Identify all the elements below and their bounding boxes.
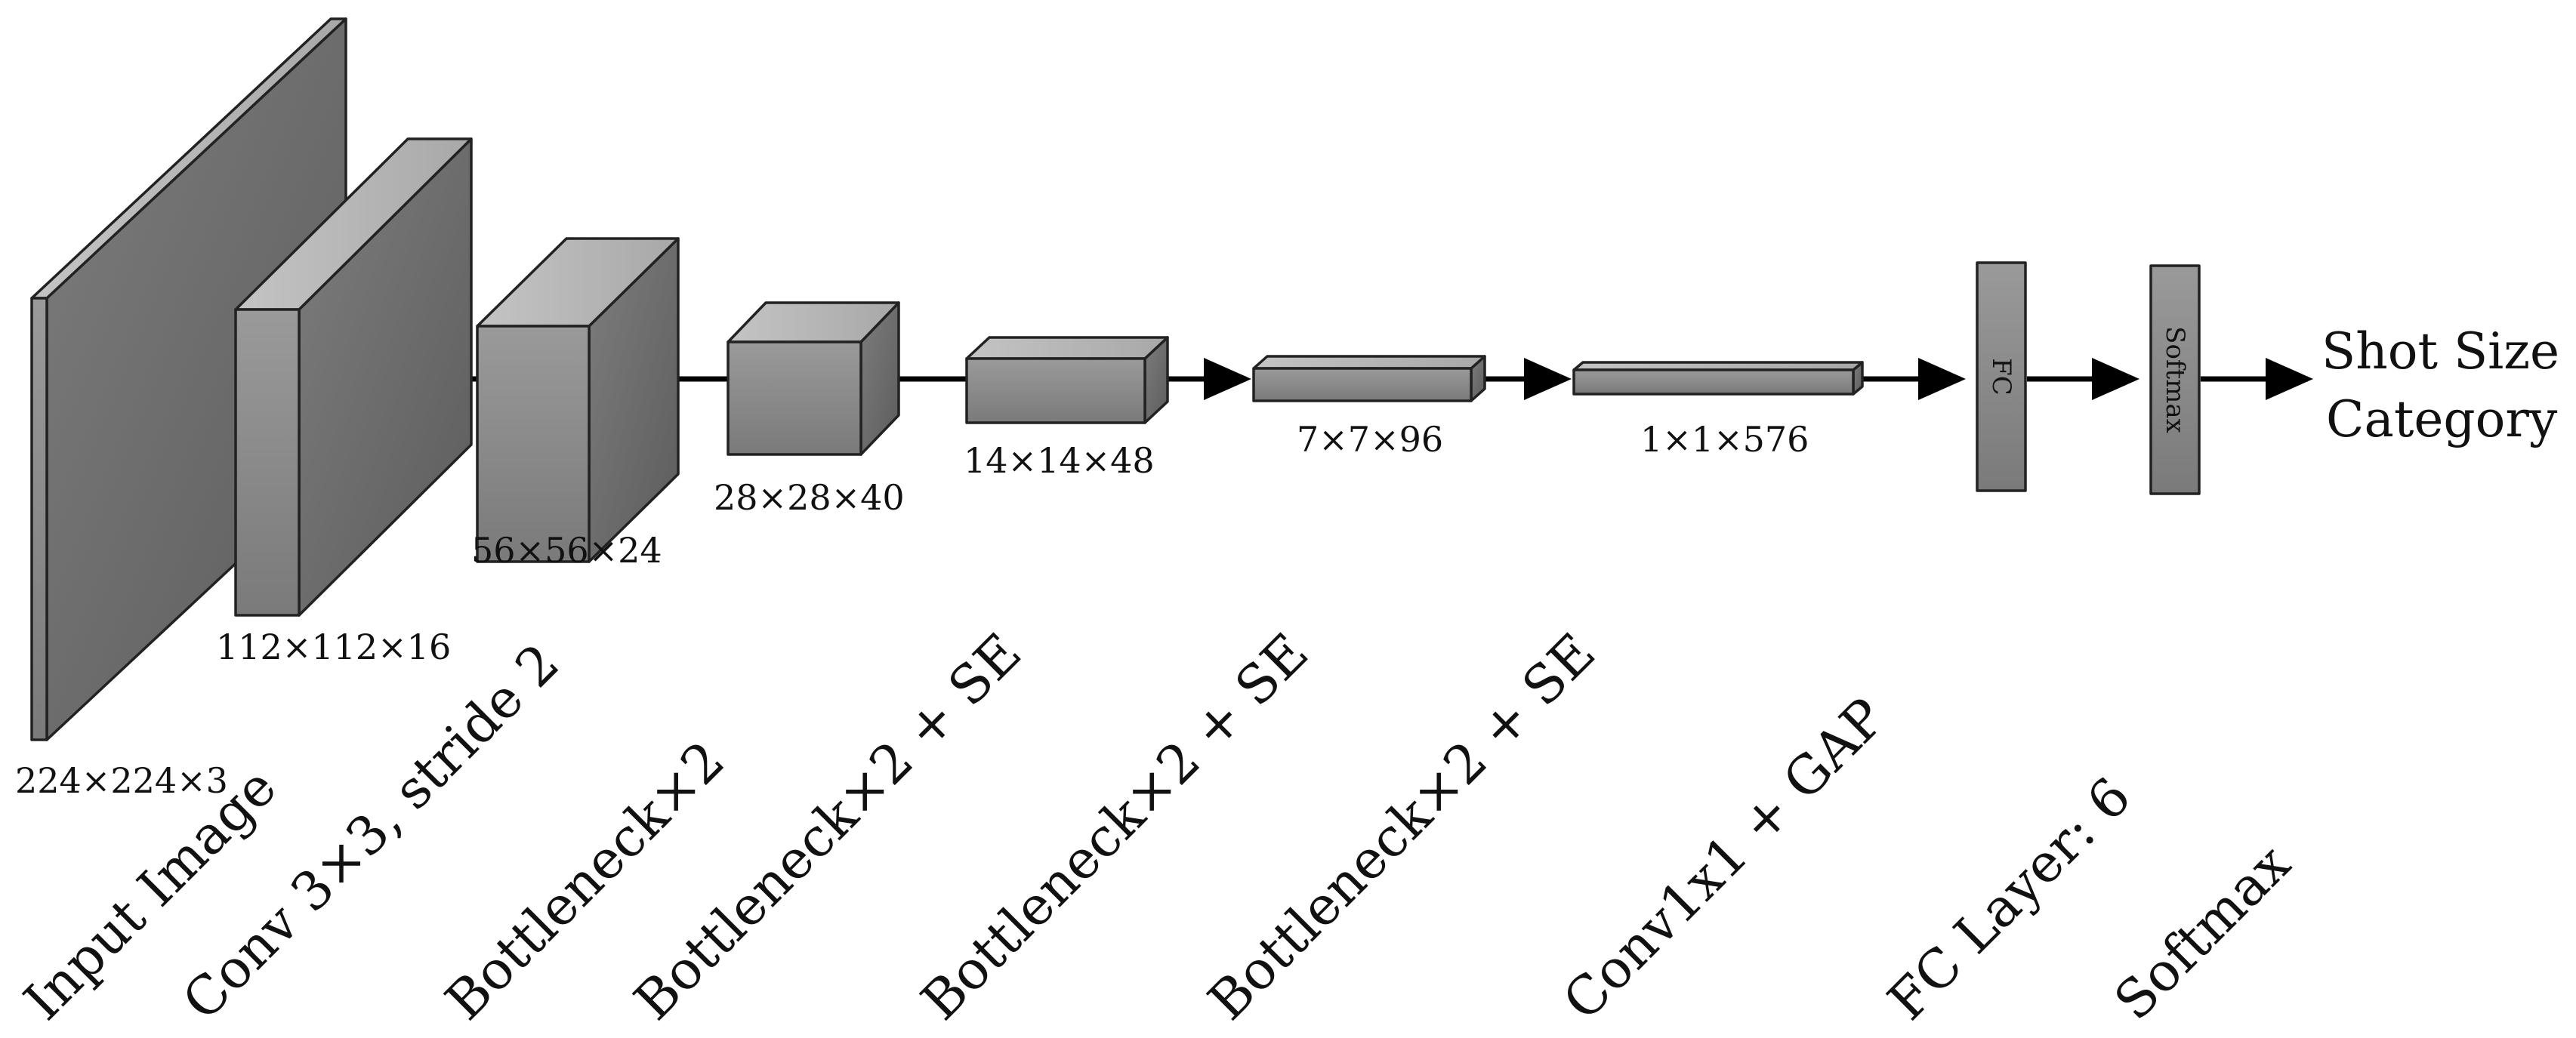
block-front-face xyxy=(476,325,591,563)
block-b4 xyxy=(1252,355,1486,402)
dim-label-gap: 1×1×576 xyxy=(1640,419,1809,460)
layer-labels: Input Image Conv 3×3, stride 2 Bottlenec… xyxy=(12,621,2302,1032)
dim-label-input: 224×224×3 xyxy=(15,760,228,801)
block-gap xyxy=(1572,361,1864,396)
fc-box-label: FC xyxy=(1986,358,2016,396)
dim-label-b1: 56×56×24 xyxy=(471,530,662,571)
output-label-line2: Category xyxy=(2326,390,2558,448)
dim-label-b3: 14×14×48 xyxy=(964,440,1155,481)
block-conv xyxy=(234,137,473,617)
dimension-labels: 224×224×3 112×112×16 56×56×24 28×28×40 1… xyxy=(15,419,1809,801)
softmax-box xyxy=(2149,264,2201,495)
layer-label-gap: Conv1x1 + GAP xyxy=(1551,686,1897,1032)
fc-box xyxy=(1976,261,2027,492)
block-front-face xyxy=(1572,368,1855,396)
block-top-face xyxy=(965,336,1169,360)
output-label-line1: Shot Size xyxy=(2321,322,2559,380)
softmax-box-label: Softmax xyxy=(2160,326,2190,433)
feature-map-blocks xyxy=(30,17,1864,741)
dim-label-conv: 112×112×16 xyxy=(216,627,451,667)
block-b1 xyxy=(476,237,680,563)
dim-label-b2: 28×28×40 xyxy=(714,477,905,518)
block-b2 xyxy=(727,301,900,456)
dim-label-b4: 7×7×96 xyxy=(1297,419,1443,460)
block-front-face xyxy=(1252,367,1473,402)
block-b3 xyxy=(965,336,1169,424)
softmax-layer-box: Softmax xyxy=(2149,264,2201,495)
block-front-face xyxy=(30,297,48,741)
block-front-face xyxy=(727,340,862,456)
block-front-face xyxy=(965,357,1146,424)
layer-label-fc: FC Layer: 6 xyxy=(1876,765,2143,1032)
block-front-face xyxy=(234,308,301,617)
layer-label-softmax: Softmax xyxy=(2102,833,2302,1032)
fc-layer-box: FC xyxy=(1976,261,2027,492)
block-input xyxy=(30,17,347,741)
block-top-face xyxy=(1252,355,1486,370)
